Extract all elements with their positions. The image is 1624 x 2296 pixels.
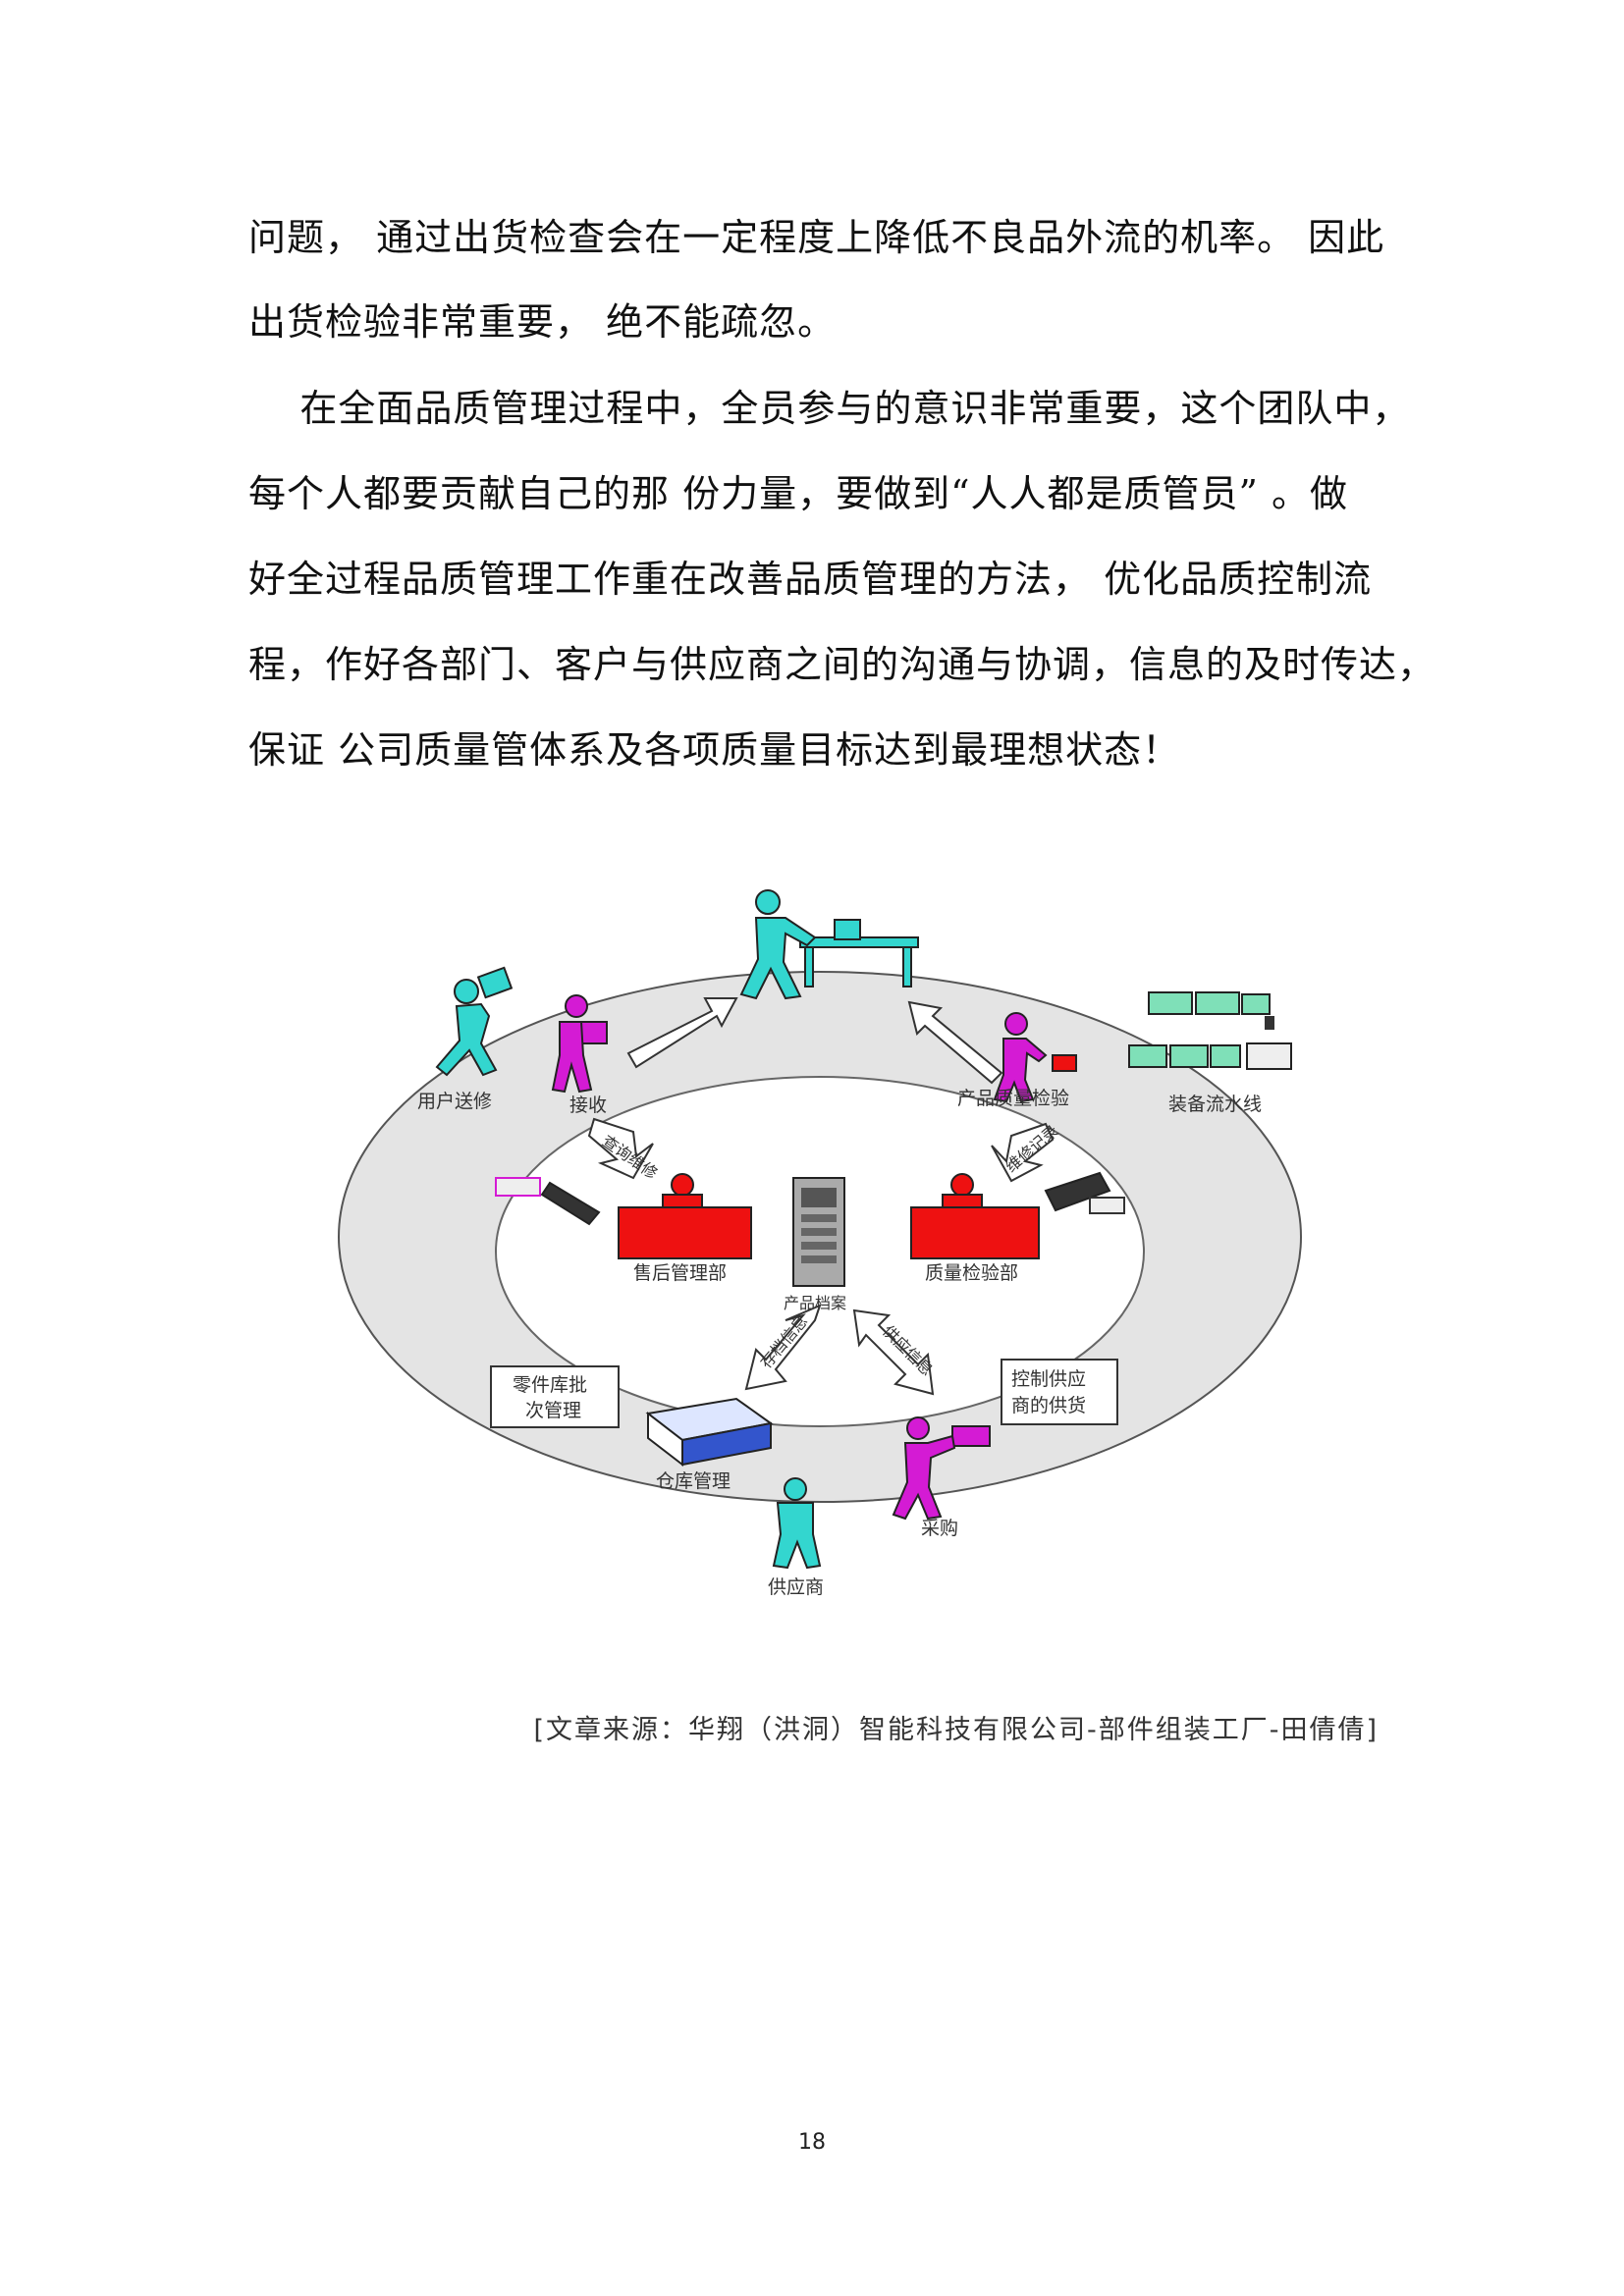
body-line-4: 每个人都要贡献自己的那 份力量，要做到“人人都是质管员” 。做 bbox=[248, 472, 1349, 515]
arrow-receive-to-line bbox=[626, 997, 738, 1069]
article-source: [文章来源：华翔（洪洞）智能科技有限公司-部件组装工厂-田倩倩] bbox=[533, 1715, 1379, 1745]
label-product-archive: 产品档案 bbox=[784, 1294, 846, 1312]
label-parts-batch-1: 零件库批 bbox=[513, 1374, 587, 1396]
label-qc-dept: 质量检验部 bbox=[925, 1262, 1018, 1284]
body-line-2: 出货检验非常重要， 绝不能疏忽。 bbox=[248, 300, 837, 344]
quality-check-icon bbox=[993, 1012, 1077, 1103]
label-receive: 接收 bbox=[569, 1095, 607, 1116]
quality-management-diagram: 用户送修 接收 产品质量检验 bbox=[324, 879, 1326, 1605]
label-quality-check: 产品质量检验 bbox=[957, 1088, 1069, 1109]
warehouse-icon bbox=[645, 1397, 774, 1468]
supplier-icon bbox=[772, 1477, 822, 1570]
qc-desk-icon bbox=[910, 1171, 1125, 1259]
label-user-repair: 用户送修 bbox=[417, 1091, 492, 1112]
label-warehouse: 仓库管理 bbox=[656, 1470, 731, 1492]
label-after-sales: 售后管理部 bbox=[633, 1262, 727, 1284]
supplier-control-box bbox=[1001, 1359, 1118, 1425]
label-purchase: 采购 bbox=[921, 1518, 958, 1539]
parts-batch-box bbox=[490, 1365, 620, 1428]
worker-top-icon bbox=[739, 889, 817, 1000]
label-assembly-line: 装备流水线 bbox=[1168, 1094, 1262, 1115]
body-line-5: 好全过程品质管理工作重在改善品质管理的方法， 优化品质控制流 bbox=[248, 558, 1373, 601]
receive-icon bbox=[551, 994, 608, 1094]
diagram-svg: 用户送修 接收 产品质量检验 bbox=[338, 889, 1302, 1598]
label-supplier-ctrl-2: 商的供货 bbox=[1011, 1395, 1086, 1416]
body-line-3: 在全面品质管理过程中，全员参与的意识非常重要，这个团队中， bbox=[248, 387, 1411, 430]
label-parts-batch-2: 次管理 bbox=[525, 1400, 581, 1421]
purchase-icon bbox=[892, 1416, 991, 1521]
label-supplier-ctrl-1: 控制供应 bbox=[1011, 1368, 1086, 1390]
body-line-1: 问题， 通过出货检查会在一定程度上降低不良品外流的机率。 因此 bbox=[248, 216, 1385, 259]
body-line-7: 保证 公司质量管体系及各项质量目标达到最理想状态！ bbox=[248, 728, 1181, 772]
after-sales-desk-icon bbox=[495, 1173, 752, 1259]
body-line-6: 程，作好各部门、客户与供应商之间的沟通与协调，信息的及时传达， bbox=[248, 643, 1436, 686]
page-number: 18 bbox=[798, 2130, 826, 2155]
conveyor-icon bbox=[799, 919, 919, 988]
assembly-line-icon bbox=[1128, 991, 1292, 1070]
label-supplier: 供应商 bbox=[768, 1576, 824, 1598]
server-icon bbox=[792, 1177, 845, 1287]
user-repair-icon bbox=[435, 966, 514, 1077]
arrow-check-to-line bbox=[907, 1000, 1003, 1085]
